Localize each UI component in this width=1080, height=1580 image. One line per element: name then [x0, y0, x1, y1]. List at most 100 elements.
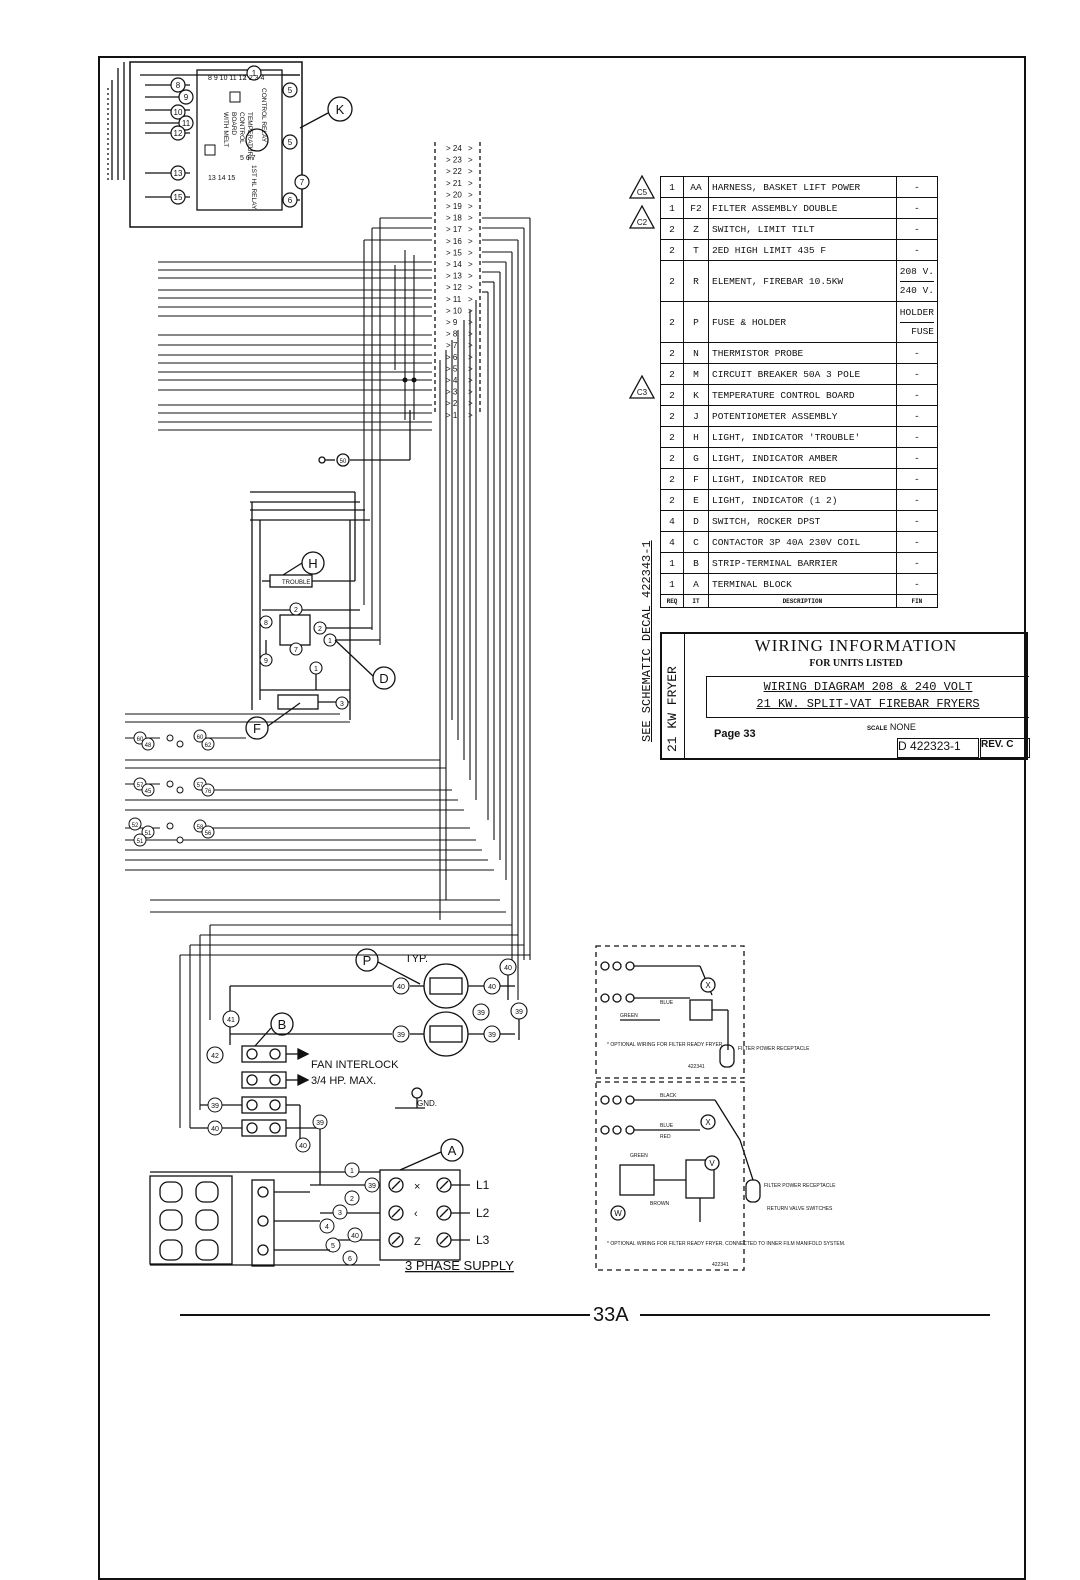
- svg-text:1: 1: [350, 1168, 354, 1175]
- phase-supply-label: 3 PHASE SUPPLY: [405, 1258, 514, 1273]
- parts-variant: 208 V.240 V.: [895, 260, 939, 302]
- svg-text:Z: Z: [414, 1236, 421, 1248]
- relay-label-1: CONTROL RELAY: [260, 88, 267, 143]
- parts-item: P: [683, 301, 709, 343]
- svg-text:1: 1: [314, 666, 318, 673]
- fuse-holders: [229, 963, 520, 1057]
- revision-marks: C5 C2 C3: [637, 188, 648, 397]
- svg-text:48: 48: [145, 743, 152, 749]
- parts-item: E: [683, 489, 709, 511]
- wiring-info-heading: WIRING INFORMATION: [754, 636, 958, 655]
- parts-desc: LIGHT, INDICATOR RED: [708, 468, 897, 490]
- wire-number: 11: [182, 119, 191, 128]
- svg-text:7: 7: [294, 647, 298, 654]
- svg-text:B: B: [278, 1017, 287, 1032]
- relay-label-2: 1ST HL RELAY: [250, 165, 257, 210]
- svg-text:V: V: [709, 1159, 715, 1168]
- board-wire-numbers: 1 8 9 10 11 12 5 5 7 6 13 15: [174, 69, 305, 205]
- board-pins-side: 5 6 7: [240, 155, 256, 162]
- svg-text:×: ×: [414, 1181, 420, 1193]
- parts-desc: LIGHT, INDICATOR (1 2): [708, 489, 897, 511]
- svg-text:39: 39: [316, 1120, 324, 1127]
- wire-number: 12: [174, 129, 183, 138]
- switch-wire-markers: [259, 602, 349, 710]
- parts-variant: -: [895, 489, 939, 511]
- parts-item: F2: [683, 197, 709, 219]
- svg-text:45: 45: [145, 789, 152, 795]
- contactor-wire-numbers: 60 48 60 62 57 45 57 76 52 51 51 58 56: [132, 735, 212, 845]
- svg-text:52: 52: [132, 823, 139, 829]
- svg-text:‹: ‹: [414, 1208, 418, 1220]
- terminal-pin: >: [468, 179, 473, 188]
- wire-number: 6: [288, 196, 293, 205]
- svg-text:4: 4: [325, 1224, 329, 1231]
- callout-k-letter: K: [336, 102, 345, 117]
- board-pins-left: 8 9 10 11 12: [208, 75, 247, 82]
- terminal-number: > 11: [446, 295, 462, 304]
- parts-item: Z: [683, 218, 709, 240]
- rev-mark: C2: [637, 218, 648, 227]
- inset-filter-wiring-2: [595, 1081, 761, 1271]
- title-block: 21 KW FRYER WIRING INFORMATION FOR UNITS…: [660, 632, 1030, 760]
- terminal-number: > 10: [446, 306, 462, 315]
- svg-text:57: 57: [137, 783, 144, 789]
- parts-variant: -: [895, 218, 939, 240]
- parts-variant: -: [895, 239, 939, 261]
- svg-text:FILTER POWER RECEPTACLE: FILTER POWER RECEPTACLE: [764, 1183, 836, 1189]
- diagram-title-line-2: 21 KW. SPLIT-VAT FIREBAR FRYERS: [756, 697, 980, 711]
- fuse-wire-markers: [206, 958, 528, 1064]
- fan-interlock-label: FAN INTERLOCK: [311, 1059, 399, 1071]
- typ-label: TYP.: [405, 953, 428, 965]
- svg-text:40: 40: [488, 984, 496, 991]
- terminal-pin: >: [468, 202, 473, 211]
- parts-qty: 1: [660, 176, 684, 198]
- parts-desc: 2ED HIGH LIMIT 435 F: [708, 239, 897, 261]
- parts-qty: 2: [660, 468, 684, 490]
- svg-text:57: 57: [197, 783, 204, 789]
- svg-text:2: 2: [294, 607, 298, 614]
- a-wire-markers: [319, 1162, 380, 1266]
- svg-text:3: 3: [340, 701, 344, 708]
- svg-text:58: 58: [197, 825, 204, 831]
- svg-text:39: 39: [397, 1032, 405, 1039]
- page-number: 33A: [593, 1304, 629, 1326]
- wire-number: 10: [174, 108, 183, 117]
- parts-header-cell: DESCRIPTION: [708, 594, 897, 608]
- gnd-label: GND.: [417, 1099, 437, 1108]
- hp-max-label: 3/4 HP. MAX.: [311, 1075, 376, 1087]
- svg-text:51: 51: [137, 839, 144, 845]
- svg-text:39: 39: [488, 1032, 496, 1039]
- parts-qty: 4: [660, 510, 684, 532]
- terminal-number: > 18: [446, 214, 462, 223]
- svg-text:* OPTIONAL WIRING FOR FILTER R: * OPTIONAL WIRING FOR FILTER READY FRYER…: [607, 1042, 724, 1048]
- terminal-number: > 14: [446, 260, 462, 269]
- terminal-number: > 12: [446, 283, 462, 292]
- inset-2-text: BLACK BLUE RED GREEN BROWN RETURN VALVE …: [607, 1093, 845, 1268]
- terminal-number: > 16: [446, 237, 462, 246]
- svg-text:GREEN: GREEN: [620, 1013, 638, 1019]
- rev-mark: C3: [637, 388, 648, 397]
- parts-variant: -: [895, 176, 939, 198]
- parts-header-cell: IT: [683, 594, 709, 608]
- parts-item: J: [683, 405, 709, 427]
- terminal-number: > 13: [446, 272, 462, 281]
- svg-text:BLUE: BLUE: [660, 1000, 674, 1006]
- svg-text:GREEN: GREEN: [630, 1153, 648, 1159]
- inset-1-text: BLUE GREEN * OPTIONAL WIRING FOR FILTER …: [607, 1000, 810, 1070]
- svg-text:2: 2: [350, 1196, 354, 1203]
- switch-panel: [250, 491, 380, 720]
- board-label-4: WITH MELT: [222, 112, 229, 147]
- wire-number: 5: [288, 86, 293, 95]
- terminal-pin: >: [468, 248, 473, 257]
